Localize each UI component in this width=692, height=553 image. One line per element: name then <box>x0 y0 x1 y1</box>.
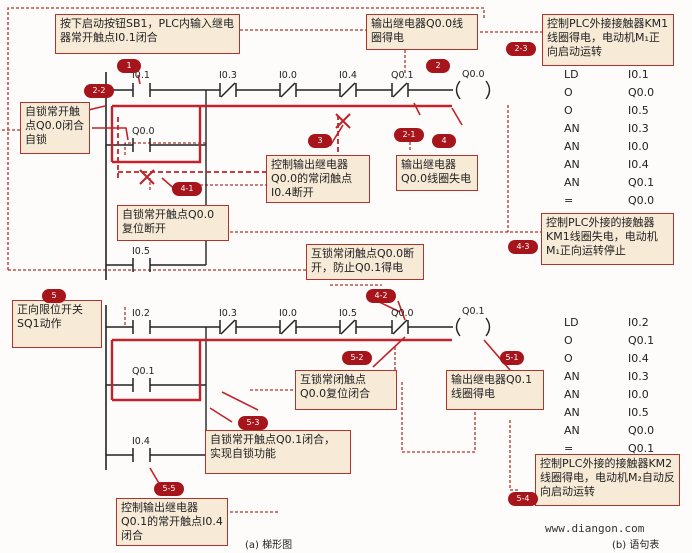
note-i04-contact-closed: 控制输出继电器Q0.1的常开触点I0.4闭合 <box>116 498 228 546</box>
coil-label-q01: Q0.1 <box>462 306 485 317</box>
step-badge: 5-4 <box>508 492 538 506</box>
step-badge: 5-1 <box>500 351 524 365</box>
contact-label-i02: I0.2 <box>132 308 150 319</box>
il-arg: I0.4 <box>628 158 649 171</box>
il-arg: Q0.1 <box>628 176 655 189</box>
contact-label-q01-branch: Q0.1 <box>132 366 155 377</box>
il-arg: I0.0 <box>628 388 649 401</box>
il-arg: I0.1 <box>628 68 649 81</box>
step-badge: 4-2 <box>366 289 396 303</box>
il-op: O <box>564 104 573 117</box>
step-badge: 2-1 <box>394 128 424 142</box>
il-op: AN <box>564 388 580 401</box>
contact-label-q00-branch: Q0.0 <box>132 126 155 137</box>
note-self-lock-reset: 自锁常开触点Q0.0复位断开 <box>117 205 229 241</box>
note-km2-energised: 控制PLC外接的接触器KM2线圈得电，电动机M₂自动反向启动运转 <box>535 454 680 506</box>
step-badge: 2-3 <box>506 42 536 56</box>
il-op: LD <box>564 316 579 329</box>
watermark: www.diangon.com <box>545 522 645 535</box>
note-q00-energised: 输出继电器Q0.0线圈得电 <box>366 14 478 50</box>
contact-label-i04-r2: I0.4 <box>132 436 150 447</box>
il-op: AN <box>564 424 580 437</box>
step-badge: 5 <box>42 289 66 303</box>
note-limit-switch-sq1: 正向限位开关SQ1动作 <box>12 300 102 348</box>
contact-label-q00-r2: Q0.0 <box>391 308 414 319</box>
step-badge: 5-2 <box>342 351 372 365</box>
step-badge: 4 <box>432 134 456 148</box>
step-badge: 4-3 <box>508 240 538 254</box>
il-op: O <box>564 86 573 99</box>
il-op: O <box>564 334 573 347</box>
il-arg: Q0.0 <box>628 424 655 437</box>
contact-label-i03: I0.3 <box>219 70 237 81</box>
step-badge: 1 <box>117 59 141 73</box>
contact-label-i03-r2: I0.3 <box>219 308 237 319</box>
step-badge: 3 <box>308 134 332 148</box>
contact-label-i04: I0.4 <box>339 70 357 81</box>
il-op: AN <box>564 140 580 153</box>
note-interlock-reset: 互锁常闭触点Q0.0复位闭合 <box>295 370 397 410</box>
step-badge: 5-5 <box>154 482 184 496</box>
contact-label-i01: I0.1 <box>132 70 150 81</box>
caption-statement-list: (b) 语句表 <box>612 540 660 551</box>
il-arg: I0.2 <box>628 316 649 329</box>
il-op: O <box>564 352 573 365</box>
il-op: LD <box>564 68 579 81</box>
note-self-lock-q01: 自锁常开触点Q0.1闭合，实现自锁功能 <box>205 430 351 474</box>
il-arg: I0.0 <box>628 140 649 153</box>
step-badge: 2 <box>426 59 450 73</box>
il-op: AN <box>564 370 580 383</box>
note-km1-energised: 控制PLC外接接触器KM1线圈得电，电动机M₁正向启动运转 <box>542 14 674 66</box>
il-arg: Q0.1 <box>628 334 655 347</box>
step-badge: 4-1 <box>172 182 202 196</box>
note-km1-deenergised: 控制PLC外接的接触器KM1线圈失电，电动机M₁正向运转停止 <box>541 213 674 265</box>
il-arg: Q0.0 <box>628 86 655 99</box>
note-start-button: 按下启动按钮SB1，PLC内输入继电器常开触点I0.1闭合 <box>55 14 240 54</box>
contact-label-i05: I0.5 <box>132 246 150 257</box>
caption-ladder: (a) 梯形图 <box>245 540 293 551</box>
contact-label-i05-r2: I0.5 <box>339 308 357 319</box>
il-op: = <box>564 194 574 207</box>
il-arg: I0.5 <box>628 406 649 419</box>
contact-label-q01: Q0.1 <box>391 70 414 81</box>
note-nc-i04-open: 控制输出继电器Q0.0的常闭触点I0.4断开 <box>266 155 370 203</box>
contact-label-i00: I0.0 <box>279 70 297 81</box>
step-badge: 2-2 <box>84 84 114 98</box>
note-q00-deenergised: 输出继电器Q0.0线圈失电 <box>396 155 478 191</box>
note-interlock-open: 互锁常闭触点Q0.0断开，防止Q0.1得电 <box>306 244 424 280</box>
il-arg: I0.3 <box>628 122 649 135</box>
il-arg: Q0.1 <box>628 442 655 455</box>
il-op: = <box>564 442 574 455</box>
step-badge: 5-3 <box>238 416 268 430</box>
il-arg: I0.4 <box>628 352 649 365</box>
note-self-lock-q00: 自锁常开触点Q0.0闭合自锁 <box>20 102 90 154</box>
il-op: AN <box>564 158 580 171</box>
il-arg: I0.3 <box>628 370 649 383</box>
il-op: AN <box>564 176 580 189</box>
coil-label-q00: Q0.0 <box>462 69 485 80</box>
il-op: AN <box>564 122 580 135</box>
il-op: AN <box>564 406 580 419</box>
il-arg: I0.5 <box>628 104 649 117</box>
il-arg: Q0.0 <box>628 194 655 207</box>
contact-label-i00-r2: I0.0 <box>279 308 297 319</box>
note-q01-energised: 输出继电器Q0.1线圈得电 <box>446 370 544 410</box>
